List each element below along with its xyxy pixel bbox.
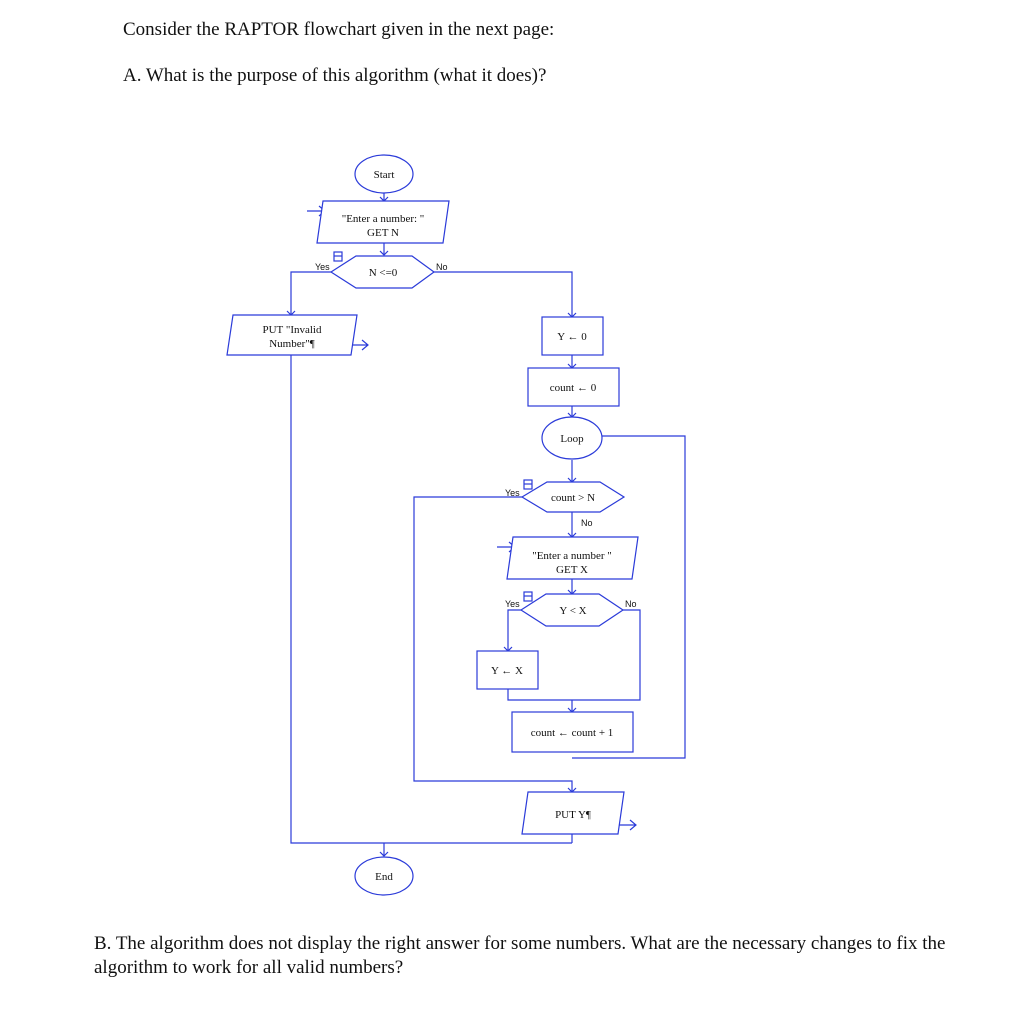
decision-count-no: No <box>581 518 593 528</box>
decision-n-condition: N <=0 <box>369 267 398 279</box>
start-terminal <box>354 154 414 194</box>
assign-yx-label: Y ← X <box>491 665 523 677</box>
connector-assign-down <box>507 689 572 701</box>
connector-yes-invalid <box>290 271 331 315</box>
increment-box <box>511 711 634 753</box>
decision-count-condition: count > N <box>551 492 595 504</box>
assign-y-label: Y ← 0 <box>557 331 587 343</box>
end-terminal <box>354 856 414 896</box>
loop-return-path <box>572 435 686 759</box>
question-a: A. What is the purpose of this algorithm… <box>123 65 547 86</box>
intro-text: Consider the RAPTOR flowchart given in t… <box>123 19 555 40</box>
decision-n-no: No <box>436 262 448 272</box>
decision-count-yes: Yes <box>505 488 520 498</box>
connector-yes-assign <box>507 609 521 651</box>
decision-yx-no: No <box>625 599 637 609</box>
output-invalid-box <box>226 314 358 356</box>
decision-yx-condition: Y < X <box>559 605 586 617</box>
input-n-box <box>316 200 450 244</box>
input-x-prompt: "Enter a number " <box>532 550 612 562</box>
assign-count-box <box>527 367 620 407</box>
loop-node <box>541 416 603 460</box>
assign-yx-box <box>476 650 539 690</box>
loop-exit-path <box>413 496 573 792</box>
question-b: B. The algorithm does not display the ri… <box>94 933 946 978</box>
input-n-prompt: "Enter a number: " <box>342 213 425 225</box>
start-label: Start <box>374 169 395 181</box>
output-invalid-line2: Number"¶ <box>269 338 315 350</box>
assign-count-label: count ← 0 <box>550 382 597 394</box>
decision-yx-yes: Yes <box>505 599 520 609</box>
connector-invalid-down <box>290 355 572 844</box>
input-x-get: GET X <box>556 564 588 576</box>
input-x-box <box>506 536 639 580</box>
connector-no-branch <box>434 271 573 317</box>
increment-label: count ← count + 1 <box>531 727 614 739</box>
output-invalid-line1: PUT "Invalid <box>263 324 322 336</box>
end-label: End <box>375 871 393 883</box>
loop-label: Loop <box>560 433 584 445</box>
input-n-get: GET N <box>367 227 399 239</box>
assign-y-box <box>541 316 604 356</box>
output-y-box <box>521 791 625 835</box>
decision-n-yes: Yes <box>315 262 330 272</box>
connector-no-down <box>572 609 641 701</box>
output-y-label: PUT Y¶ <box>555 809 591 821</box>
